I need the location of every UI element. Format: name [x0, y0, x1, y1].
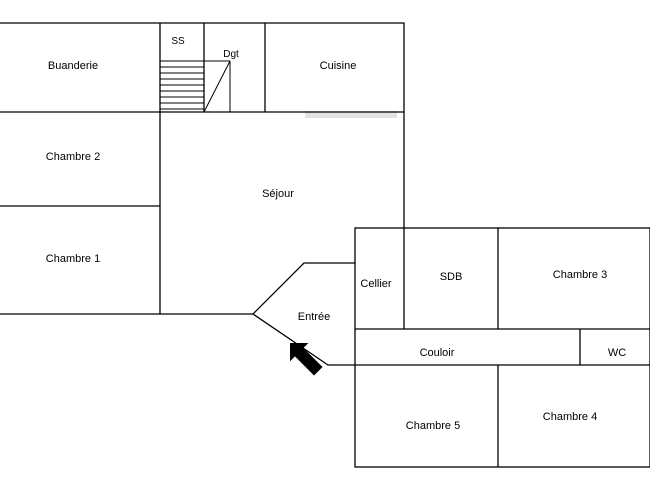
room-label-cuisine: Cuisine [320, 60, 357, 72]
room-label-dgt: Dgt [223, 49, 239, 60]
room-label-chambre-3: Chambre 3 [553, 269, 607, 281]
room-label-buanderie: Buanderie [48, 60, 98, 72]
room-label-wc: WC [608, 347, 626, 359]
room-label-cellier: Cellier [360, 278, 392, 290]
room-label-chambre-1: Chambre 1 [46, 253, 100, 265]
walls-entree [251, 262, 355, 366]
room-label-sdb: SDB [440, 271, 463, 283]
room-label-couloir: Couloir [420, 347, 455, 359]
room-label-ss: SS [171, 36, 185, 47]
walls-upper-block [0, 22, 405, 315]
room-label-chambre-4: Chambre 4 [543, 411, 597, 423]
room-label-sejour: Séjour [262, 188, 294, 200]
walls-right-block [354, 227, 650, 468]
staircase [160, 60, 231, 113]
room-label-chambre-2: Chambre 2 [46, 151, 100, 163]
kitchen-counter [305, 111, 397, 118]
arrow-entrance-icon [290, 343, 323, 376]
room-label-chambre-5: Chambre 5 [406, 420, 460, 432]
room-label-entree: Entrée [298, 311, 330, 323]
